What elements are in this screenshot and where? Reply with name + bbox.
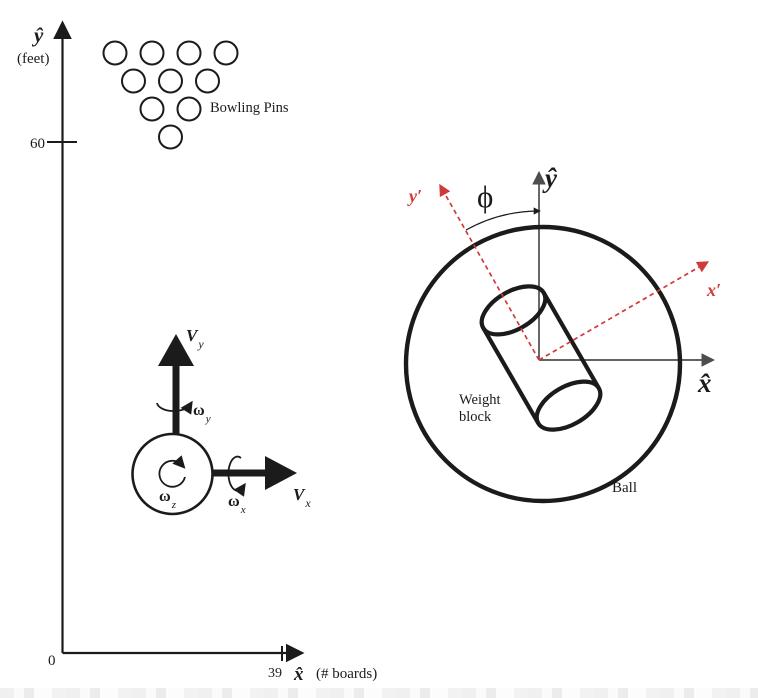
tick-39-label: 39 [268, 666, 282, 681]
vx-arrowhead [265, 456, 297, 490]
weight-block-label-line2: block [459, 409, 492, 425]
origin-label: 0 [48, 653, 56, 669]
bowling-pin [102, 40, 128, 66]
bowling-pin [121, 68, 146, 94]
weight-block-label-line1: Weight [459, 392, 501, 408]
tick-60-label: 60 [30, 136, 45, 152]
bowling-pin [139, 40, 165, 66]
bowling-pin [139, 96, 165, 122]
omega-z-spin-arrow [158, 455, 186, 488]
omega-z-label: ωz [159, 488, 177, 511]
x-prime-axis [538, 261, 710, 361]
cylinder-right-edge [541, 291, 601, 390]
cylinder-bottom-face [534, 379, 603, 432]
bowling-pin [195, 68, 220, 94]
bowling-pins-group [102, 40, 239, 150]
detail-x-axis-label: x̂ [697, 368, 712, 398]
bowling-pin [158, 124, 183, 150]
lane-diagram: ŷ (feet) 60 0 39 x̂ (# boards) Bowling P… [17, 20, 377, 685]
cylinder-left-edge [481, 326, 541, 425]
cylinder-top-face [479, 284, 548, 337]
phi-label: ϕ [477, 179, 493, 214]
lane-x-axis-label: x̂ [293, 664, 304, 685]
lane-x-axis-unit: (# boards) [316, 666, 377, 682]
omega-y-spin-arrow [156, 400, 193, 415]
ball-detail-diagram: ŷ x̂ ϕ y′ x′ Weight block Ball [403, 163, 721, 504]
y-prime-label: y′ [407, 186, 422, 206]
vy-label: Vy [186, 326, 204, 351]
detail-y-axis-label: ŷ [542, 163, 558, 193]
video-noise-strip [0, 688, 758, 698]
y-prime-axis [439, 183, 540, 361]
omega-x-spin-arrow [227, 455, 246, 497]
phi-angle-arc [465, 207, 541, 231]
ball-vector-diagram: Vy Vx ωy ωx ωz [131, 326, 311, 516]
omega-x-label: ωx [228, 493, 246, 516]
bowling-pin [158, 68, 183, 94]
ball-label: Ball [612, 480, 637, 496]
vy-arrowhead [158, 334, 194, 366]
lane-y-axis-label: ŷ [31, 23, 44, 47]
bowling-pin [213, 40, 239, 66]
bowling-pin [176, 40, 202, 66]
x-prime-label: x′ [706, 280, 721, 300]
bowling-pins-label: Bowling Pins [210, 100, 289, 116]
vx-label: Vx [293, 485, 311, 510]
lane-y-axis-unit: (feet) [17, 51, 49, 67]
omega-y-label: ωy [193, 402, 211, 425]
ball-detail-outline [403, 224, 683, 504]
bowling-pin [176, 96, 202, 122]
weight-block-cylinder [479, 284, 603, 432]
